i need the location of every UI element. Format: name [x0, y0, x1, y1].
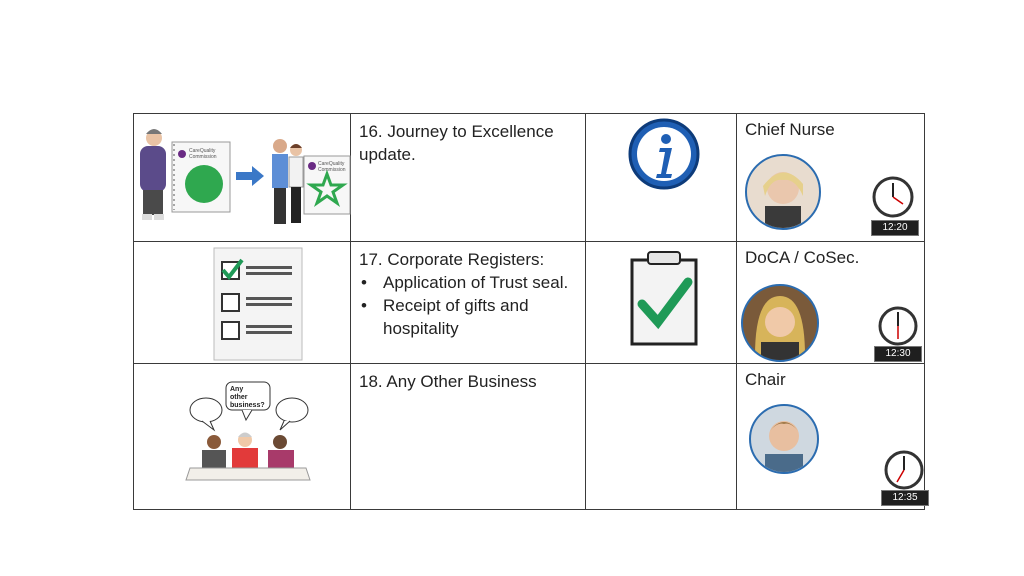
any-other-business-illustration: Any other business? — [185, 381, 311, 481]
agenda-row-16: CareQuality Commission CareQuality Commi… — [133, 113, 925, 242]
care-quality-commission-journey-illustration: CareQuality Commission CareQuality Commi… — [140, 129, 351, 224]
presenter-photo — [749, 404, 819, 474]
bullet-item: Receipt of gifts and hospitality — [359, 294, 579, 340]
time-badge: 12:20 — [871, 220, 919, 236]
checklist-illustration — [213, 247, 303, 361]
agenda-row-17: 17. Corporate Registers: Application of … — [133, 241, 925, 364]
agenda-item-17: 17. Corporate Registers: Application of … — [359, 248, 579, 340]
topic-icon-cell — [585, 363, 737, 510]
illustration-cell — [133, 241, 351, 364]
agenda-item-cell: 16. Journey to Excellence update. — [350, 113, 586, 242]
topic-icon-cell — [585, 241, 737, 364]
presenter-cell: DoCA / CoSec. 12:30 — [736, 241, 925, 364]
agenda-item-cell: 17. Corporate Registers: Application of … — [350, 241, 586, 364]
svg-text:Commission: Commission — [189, 154, 217, 160]
presenter-cell: Chair 12:35 — [736, 363, 929, 510]
clock-icon — [872, 176, 914, 218]
agenda-item-18: 18. Any Other Business — [359, 372, 537, 391]
clock-icon — [878, 306, 918, 346]
clipboard-check-icon — [630, 251, 698, 346]
illustration-cell: Any other business? — [133, 363, 351, 510]
svg-text:Commission: Commission — [318, 167, 346, 173]
svg-text:business?: business? — [230, 402, 265, 409]
presenter-name: Chair — [745, 370, 786, 389]
svg-text:Any: Any — [230, 386, 243, 393]
presenter-photo — [741, 284, 819, 362]
bullet-item: Application of Trust seal. — [359, 271, 579, 294]
agenda-bullet-list: Application of Trust seal. Receipt of gi… — [359, 271, 579, 340]
time-badge: 12:30 — [874, 346, 922, 362]
illustration-cell: CareQuality Commission CareQuality Commi… — [133, 113, 351, 242]
svg-text:CareQuality: CareQuality — [318, 161, 345, 167]
clock-icon — [884, 450, 924, 490]
agenda-item-16: 16. Journey to Excellence update. — [359, 122, 554, 164]
time-badge: 12:35 — [881, 490, 929, 506]
agenda-item-title: 17. Corporate Registers: — [359, 250, 545, 269]
presenter-cell: Chief Nurse 12:20 — [736, 113, 925, 242]
presenter-photo — [745, 154, 821, 230]
topic-icon-cell — [585, 113, 737, 242]
svg-text:CareQuality: CareQuality — [189, 148, 216, 154]
agenda-item-cell: 18. Any Other Business — [350, 363, 586, 510]
presenter-name: DoCA / CoSec. — [745, 248, 860, 267]
svg-text:other: other — [230, 394, 248, 401]
agenda-row-18: Any other business? 18. Any Other Busine… — [133, 363, 929, 510]
agenda-table: CareQuality Commission CareQuality Commi… — [133, 113, 929, 510]
info-icon — [628, 118, 700, 190]
presenter-name: Chief Nurse — [745, 120, 835, 139]
